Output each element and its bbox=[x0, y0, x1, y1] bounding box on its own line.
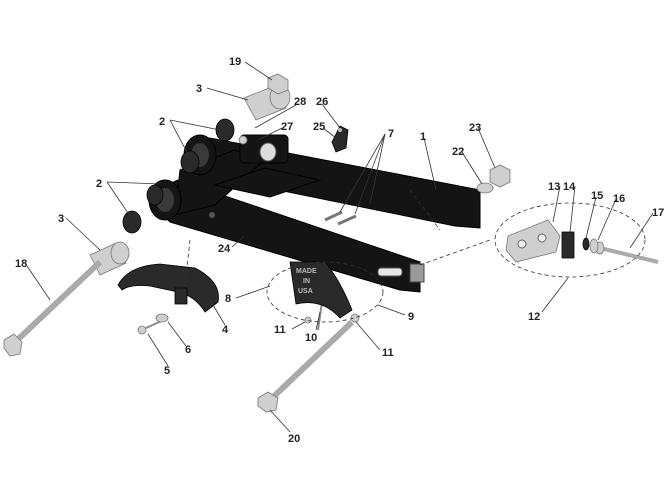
callout-2b: 2 bbox=[96, 178, 102, 190]
callout-9: 9 bbox=[408, 311, 414, 323]
callout-24: 24 bbox=[218, 243, 231, 255]
callout-1: 1 bbox=[420, 131, 426, 143]
stamp-line-3: USA bbox=[298, 288, 313, 295]
callout-27: 27 bbox=[281, 121, 293, 133]
callout-26: 26 bbox=[316, 96, 328, 108]
callout-10: 10 bbox=[305, 332, 317, 344]
callout-11b: 11 bbox=[382, 347, 394, 359]
bolts bbox=[3, 210, 659, 413]
callout-6: 6 bbox=[185, 344, 191, 356]
callout-25: 25 bbox=[313, 121, 325, 133]
pivot-bushings bbox=[122, 118, 235, 234]
group-ellipse-axle-adjuster bbox=[494, 202, 646, 278]
group-ellipse-fender bbox=[266, 261, 384, 323]
callout-12: 12 bbox=[528, 311, 540, 323]
callout-17: 17 bbox=[652, 207, 664, 219]
callout-3b: 3 bbox=[58, 213, 64, 225]
callout-3a: 3 bbox=[196, 83, 202, 95]
callout-22: 22 bbox=[452, 146, 464, 158]
callout-23: 23 bbox=[469, 122, 481, 134]
callouts: 19 3 2 2 3 18 28 27 26 25 7 1 23 22 13 1… bbox=[15, 56, 664, 445]
chain-guard bbox=[117, 263, 219, 313]
stamp-line-2: IN bbox=[303, 278, 310, 285]
callout-5: 5 bbox=[164, 365, 170, 377]
callout-11a: 11 bbox=[274, 324, 286, 336]
leader-lines bbox=[26, 61, 654, 433]
callout-19: 19 bbox=[229, 56, 241, 68]
callout-14: 14 bbox=[563, 181, 576, 193]
shock-clevis bbox=[238, 125, 349, 153]
callout-13: 13 bbox=[548, 181, 560, 193]
callout-4: 4 bbox=[222, 324, 229, 336]
callout-20: 20 bbox=[288, 433, 300, 445]
callout-18: 18 bbox=[15, 258, 27, 270]
callout-16: 16 bbox=[613, 193, 625, 205]
callout-2a: 2 bbox=[159, 116, 165, 128]
callout-7: 7 bbox=[388, 128, 394, 140]
callout-28: 28 bbox=[294, 96, 306, 108]
nuts bbox=[267, 73, 511, 194]
stamp-line-1: MADE bbox=[296, 268, 317, 275]
fender-bracket: MADE IN USA bbox=[289, 261, 353, 319]
callout-8: 8 bbox=[225, 293, 231, 305]
axle-adjuster bbox=[505, 219, 599, 263]
callout-15: 15 bbox=[591, 190, 603, 202]
